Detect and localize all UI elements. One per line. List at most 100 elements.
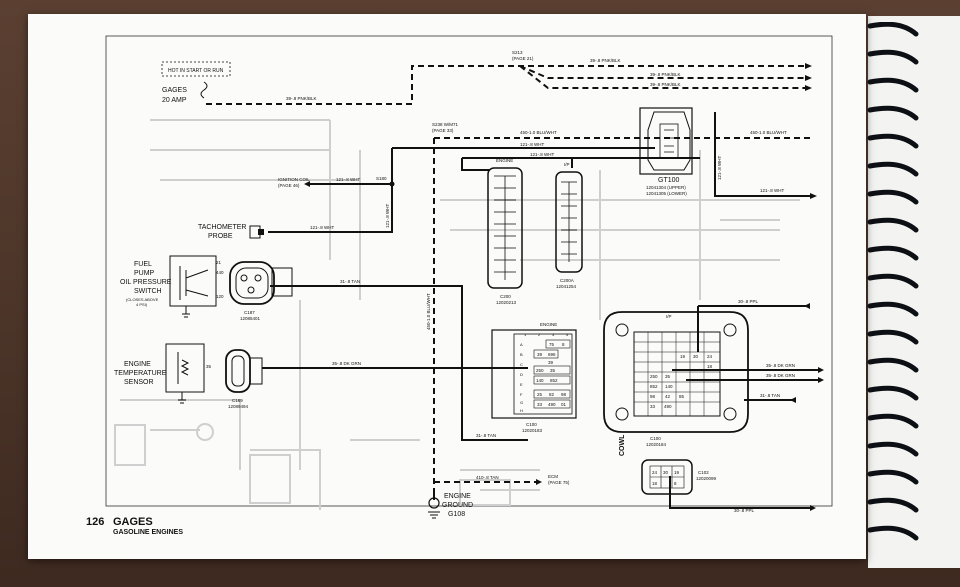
c100ip-cell-12: 490 <box>664 404 672 409</box>
c100-cell-8: 140 <box>536 378 544 383</box>
fuel-pump-switch: FUEL PUMP OIL PRESSURE SWITCH (CLOSES AB… <box>120 255 224 318</box>
connector-c100-ip: I/P 19 30 24 18 250 35 852 140 98 42 85 … <box>603 311 749 447</box>
c102-id: C102 <box>698 470 709 475</box>
c100ip-cell-4: 18 <box>707 364 713 369</box>
wire-label-121-d: 121-.8 WHT <box>530 152 555 157</box>
page-number: 126 <box>86 516 105 528</box>
spiral-binding <box>867 22 919 541</box>
c100ip-cell-9: 98 <box>650 394 656 399</box>
wire-label-pnk-blk-3: 39-.8 PNK/BLK <box>650 82 681 87</box>
fuel-label-3: OIL PRESSURE <box>120 279 172 286</box>
gt100-lower: 12041305 (LOWER) <box>646 191 687 196</box>
ground-label-2: GROUND <box>442 502 473 509</box>
fuel-label-2: PUMP <box>134 270 155 277</box>
tach-label-2: PROBE <box>208 233 233 240</box>
splice-s180: S180 <box>376 176 387 181</box>
wire-31-tan <box>270 285 528 441</box>
c100-engine-label: ENGINE <box>540 322 557 327</box>
c100-row-d: D <box>520 372 523 377</box>
c100-cell-12: 98 <box>561 392 567 397</box>
c200-engine: ENGINE <box>496 158 513 163</box>
c100-col-4: 4 <box>566 332 569 337</box>
fuel-label-4: SWITCH <box>134 288 162 295</box>
fuse-gages: HOT IN START OR RUN GAGES 20 AMP <box>161 61 231 104</box>
c100-ip-label: I/P <box>666 314 672 319</box>
c100-cell-1: 75 <box>549 342 555 347</box>
connector-c189: C189 12089494 <box>225 349 263 409</box>
wire-label-35-dk-grn-3: 35-.8 DK GRN <box>766 373 795 378</box>
c100-row-h: H <box>520 408 523 413</box>
wire-label-121-a: 121-.8 WHT <box>336 177 361 182</box>
ground-id: G108 <box>448 511 465 518</box>
c100-cell-3: 39 <box>537 352 543 357</box>
connector-c102: 24 30 19 18 8 C102 12020099 <box>641 459 717 495</box>
c100ip-cell-13: 33 <box>650 404 656 409</box>
wire-label-pnk-blk-top: 39-.8 PNK/BLK <box>590 58 621 63</box>
c100-row-f: F <box>520 392 523 397</box>
c100ip-cell-7: 852 <box>650 384 658 389</box>
wire-label-121-f: 121-.8 WHT <box>385 203 390 228</box>
c100-cell-13: 33 <box>537 402 543 407</box>
wire-label-31-tan-3: 31-.8 TAN <box>760 393 780 398</box>
c100ip-part: 12020184 <box>646 442 667 447</box>
fuel-pin-2: 440 <box>216 270 224 275</box>
engine-ground: ENGINE GROUND G108 <box>428 490 473 519</box>
fuel-note-1: (CLOSES ABOVE <box>126 297 159 302</box>
c100-cell-6: 250 <box>536 368 544 373</box>
c187-part: 12085401 <box>240 316 261 321</box>
wire-label-35-dk-grn-2: 35-.8 DK GRN <box>766 363 795 368</box>
c100ip-id: C100 <box>650 436 661 441</box>
c102-cell-4: 18 <box>652 481 658 486</box>
c102-cell-5: 8 <box>674 481 677 486</box>
splice-s213-ref: (PAGE 21) <box>512 56 534 61</box>
c189-id: C189 <box>232 398 243 403</box>
wire-label-31-tan: 31-.8 TAN <box>340 279 360 284</box>
c102-cell-2: 30 <box>663 470 669 475</box>
connector-c200a: I/P C200A 12041254 <box>555 162 583 289</box>
ecm-label: ECM <box>548 474 558 479</box>
c100-col-1: 1 <box>524 332 527 337</box>
c102-part: 12020099 <box>696 476 717 481</box>
connector-c100-engine: ENGINE 1 2 3 4 A B C D E F G H 75 8 39 6… <box>491 322 577 433</box>
c100ip-cell-1: 19 <box>680 354 686 359</box>
splice-s238: S238 W/M71 <box>432 122 459 127</box>
c100-cell-14: 490 <box>548 402 556 407</box>
temp-label-2: TEMPERATURE <box>114 370 167 377</box>
c100-cell-11: 82 <box>549 392 555 397</box>
connector-gt100: GT100 12041304 (UPPER) 12041305 (LOWER) <box>639 107 693 196</box>
wire-121-wht <box>268 112 810 233</box>
c100-cell-7: 35 <box>550 368 556 373</box>
tach-label-1: TACHOMETER <box>198 224 246 231</box>
c100-col-3: 3 <box>552 332 555 337</box>
c200a-id: C200A <box>560 278 574 283</box>
wire-label-121-b: 121-.8 WHT <box>310 225 335 230</box>
c100-cell-15: 01 <box>561 402 567 407</box>
c200a-ip: I/P <box>564 162 570 167</box>
wire-label-121-c: 121-.8 WHT <box>520 142 545 147</box>
wire-label-pnk-blk-left: 39-.8 PNK/BLK <box>286 96 317 101</box>
section-subtitle: GASOLINE ENGINES <box>113 529 184 536</box>
wire-label-30-ppl-2: 30-.8 PPL <box>734 508 755 513</box>
c100-id: C100 <box>526 422 537 427</box>
wire-ip-right <box>669 305 818 509</box>
ignition-coil-label: IGNITION COIL <box>278 177 310 182</box>
c100ip-cell-5: 250 <box>650 374 658 379</box>
wire-label-31-tan-2: 31-.8 TAN <box>476 433 496 438</box>
fuse-name: GAGES <box>162 87 187 94</box>
connector-c200: ENGINE C200 12020213 <box>487 158 523 305</box>
fuel-pin-1: 21 <box>216 260 222 265</box>
connector-c187: C187 12085401 <box>229 261 293 321</box>
c100-row-e: E <box>520 382 523 387</box>
c200-id: C200 <box>500 294 511 299</box>
c200-part: 12020213 <box>496 300 517 305</box>
fuel-pin-3: 120 <box>216 294 224 299</box>
fuel-note-2: 4 PSI) <box>136 302 148 307</box>
splice-s238-ref: (PAGE 33) <box>432 128 454 133</box>
c100-row-c: C <box>520 362 523 367</box>
c100-cell-10: 25 <box>537 392 543 397</box>
wire-label-121-e: 121-.8 WHT <box>760 188 785 193</box>
c100-cell-2: 8 <box>562 342 565 347</box>
fuse-rating: 20 AMP <box>162 97 187 104</box>
fuse-warning: HOT IN START OR RUN <box>168 68 224 74</box>
